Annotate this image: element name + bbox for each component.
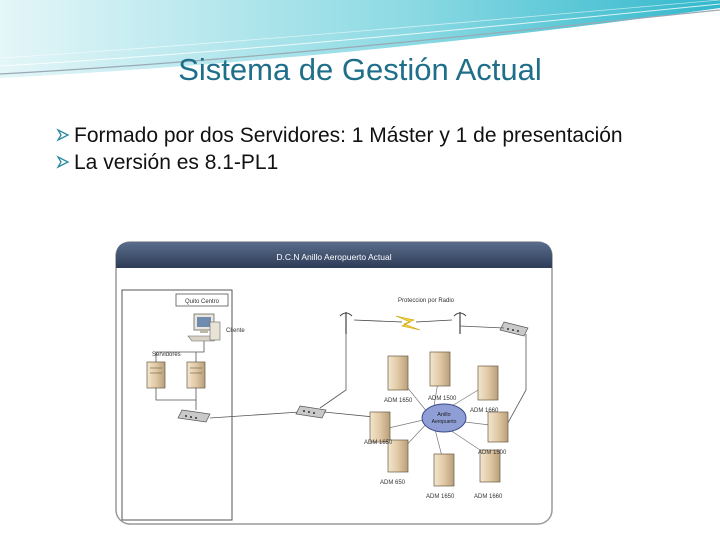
antenna-icon-right	[453, 312, 467, 334]
router-icon-ring-left	[295, 405, 327, 419]
radio-lightning-icon	[395, 315, 421, 331]
bullet-list: Formado por dos Servidores: 1 Máster y 1…	[56, 122, 696, 176]
adm-node-icon	[387, 439, 409, 473]
adm-node-icon	[369, 411, 391, 443]
bullet-arrow-icon	[56, 128, 70, 142]
adm-node-icon	[487, 411, 509, 443]
bullet-text: La versión es 8.1-PL1	[74, 151, 279, 174]
node-label: ADM 1660	[470, 408, 499, 414]
quito-centro-label: Quito Centro	[185, 299, 220, 305]
diagram-header-bar	[116, 242, 552, 268]
adm-node-icon	[479, 449, 501, 483]
adm-node-icon	[433, 453, 455, 487]
top-wave-decoration	[0, 0, 720, 78]
ring-center-node	[421, 403, 467, 433]
adm-node-icon	[387, 355, 409, 391]
diagram-header-text: D.C.N Anillo Aeropuerto Actual	[276, 252, 391, 262]
ring-label-line1: Anillo	[437, 412, 450, 418]
adm-node-icon	[477, 365, 499, 401]
node-label: ADM 1660	[474, 494, 503, 500]
server-icon-1	[146, 361, 166, 389]
node-label: ADM 1650	[384, 398, 413, 404]
bullet-item: Formado por dos Servidores: 1 Máster y 1…	[56, 122, 696, 149]
quito-centro-box	[121, 289, 233, 521]
node-label: ADM 1650	[426, 494, 455, 500]
slide-title: Sistema de Gestión Actual	[178, 52, 542, 87]
server-icon-2	[186, 361, 206, 389]
client-computer-icon	[187, 313, 221, 342]
node-label: ADM 650	[380, 480, 406, 486]
bullet-item: La versión es 8.1-PL1	[56, 149, 696, 176]
node-label: ADM 1500	[478, 450, 507, 456]
bullet-text: Formado por dos Servidores: 1 Máster y 1…	[74, 124, 623, 147]
node-label: ADM 1500	[428, 396, 457, 402]
router-icon-quito	[177, 409, 211, 423]
ring-label-line2: Aeropuerto	[432, 419, 457, 425]
servers-label: Servidores	[152, 352, 181, 358]
bullet-arrow-icon	[56, 155, 70, 169]
network-diagram: D.C.N Anillo Aeropuerto Actual Quito Cen…	[115, 241, 553, 525]
node-label: ADM 1650	[364, 440, 393, 446]
client-label: Cliente	[226, 328, 245, 334]
antenna-icon-left	[339, 312, 353, 334]
router-icon-right	[499, 321, 529, 337]
adm-node-icon	[429, 351, 451, 387]
radio-protection-label: Proteccion por Radio	[398, 298, 455, 304]
